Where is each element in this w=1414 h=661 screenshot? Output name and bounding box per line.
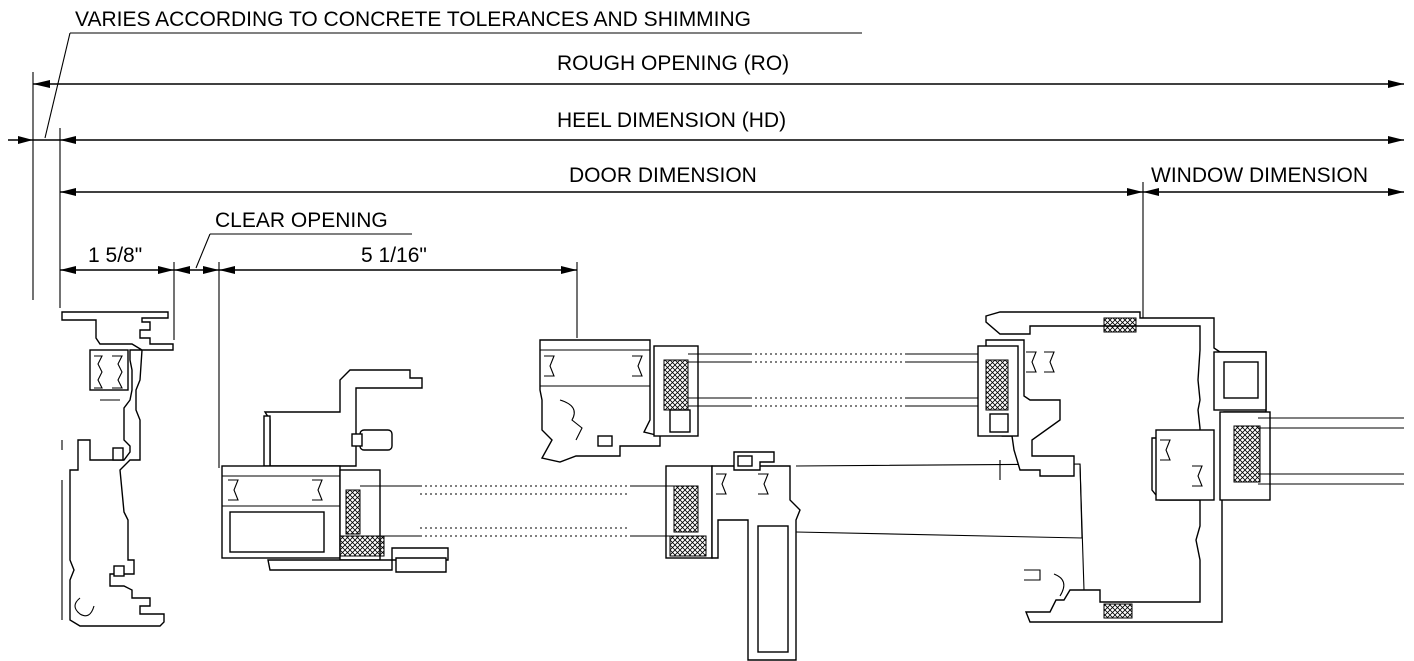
left-jamb-profile: [61, 311, 174, 627]
door-panel-left-profile: [221, 369, 630, 573]
dim-5-1-16-label: 5 1/16": [361, 244, 427, 267]
interlock-post-profile: [630, 451, 1085, 661]
varies-label: VARIES ACCORDING TO CONCRETE TOLERANCES …: [75, 8, 751, 31]
rough-opening-label: ROUGH OPENING (RO): [557, 52, 789, 75]
dimension-annotations: VARIES ACCORDING TO CONCRETE TOLERANCES …: [8, 8, 1404, 468]
dim-1-5-8-label: 1 5/8": [88, 244, 142, 267]
window-dimension-label: WINDOW DIMENSION: [1151, 164, 1368, 187]
heel-dimension-label: HEEL DIMENSION (HD): [557, 109, 786, 132]
clear-opening-label: CLEAR OPENING: [215, 209, 388, 232]
right-jamb-window-profile: [977, 311, 1404, 623]
door-panel-center-profile: [539, 339, 986, 463]
door-dimension-label: DOOR DIMENSION: [569, 164, 757, 187]
